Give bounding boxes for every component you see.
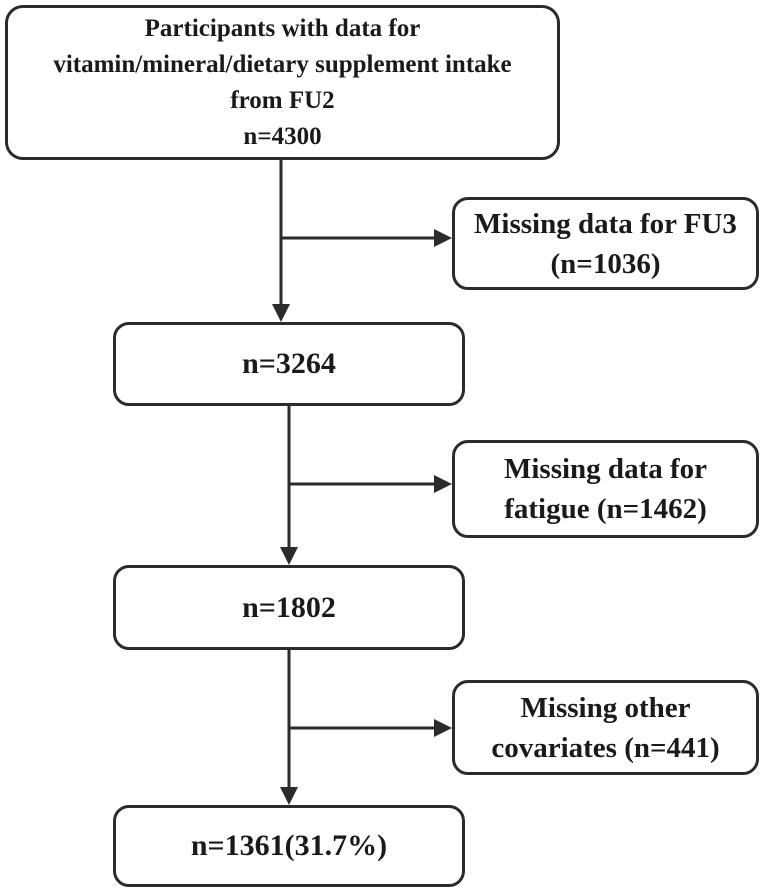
flow-box-start-line3: from FU2	[230, 86, 335, 114]
flow-box-start: Participants with data for vitamin/miner…	[5, 5, 560, 160]
flow-box-after-fatigue: n=1802	[113, 565, 465, 650]
flow-box-excluded-fatigue-line1: Missing data for	[504, 453, 707, 485]
arrow-branch-excluded-covariates	[289, 719, 452, 737]
flow-box-excluded-covariates: Missing other covariates (n=441)	[452, 680, 759, 775]
arrow-after-fu3-to-after-fatigue	[280, 406, 298, 565]
arrow-start-to-after-fu3	[272, 160, 290, 322]
flow-box-excluded-fu3-count: (n=1036)	[550, 247, 661, 280]
flow-box-final: n=1361(31.7%)	[113, 805, 465, 887]
flow-box-final-count: n=1361(31.7%)	[190, 829, 388, 862]
arrow-after-fatigue-to-final	[280, 650, 298, 805]
flow-box-excluded-fu3: Missing data for FU3 (n=1036)	[452, 197, 759, 290]
flow-box-excluded-covariates-line1: Missing other	[520, 691, 691, 724]
flow-box-after-fu3-count: n=3264	[242, 347, 336, 380]
flow-box-after-fu3: n=3264	[113, 322, 465, 406]
flow-box-excluded-fatigue-count: fatigue (n=1462)	[504, 493, 707, 525]
flow-box-excluded-covariates-count: covariates (n=441)	[491, 731, 720, 764]
arrow-branch-excluded-fu3	[281, 229, 452, 247]
flow-box-start-count: n=4300	[243, 122, 322, 150]
flow-box-after-fatigue-count: n=1802	[242, 590, 336, 624]
arrow-branch-excluded-fatigue	[289, 475, 452, 493]
flow-box-excluded-fu3-line1: Missing data for FU3	[474, 207, 737, 240]
flow-box-start-line1: Participants with data for	[144, 14, 421, 42]
flow-box-excluded-fatigue: Missing data for fatigue (n=1462)	[452, 440, 759, 538]
flow-box-start-line2: vitamin/mineral/dietary supplement intak…	[53, 50, 512, 78]
